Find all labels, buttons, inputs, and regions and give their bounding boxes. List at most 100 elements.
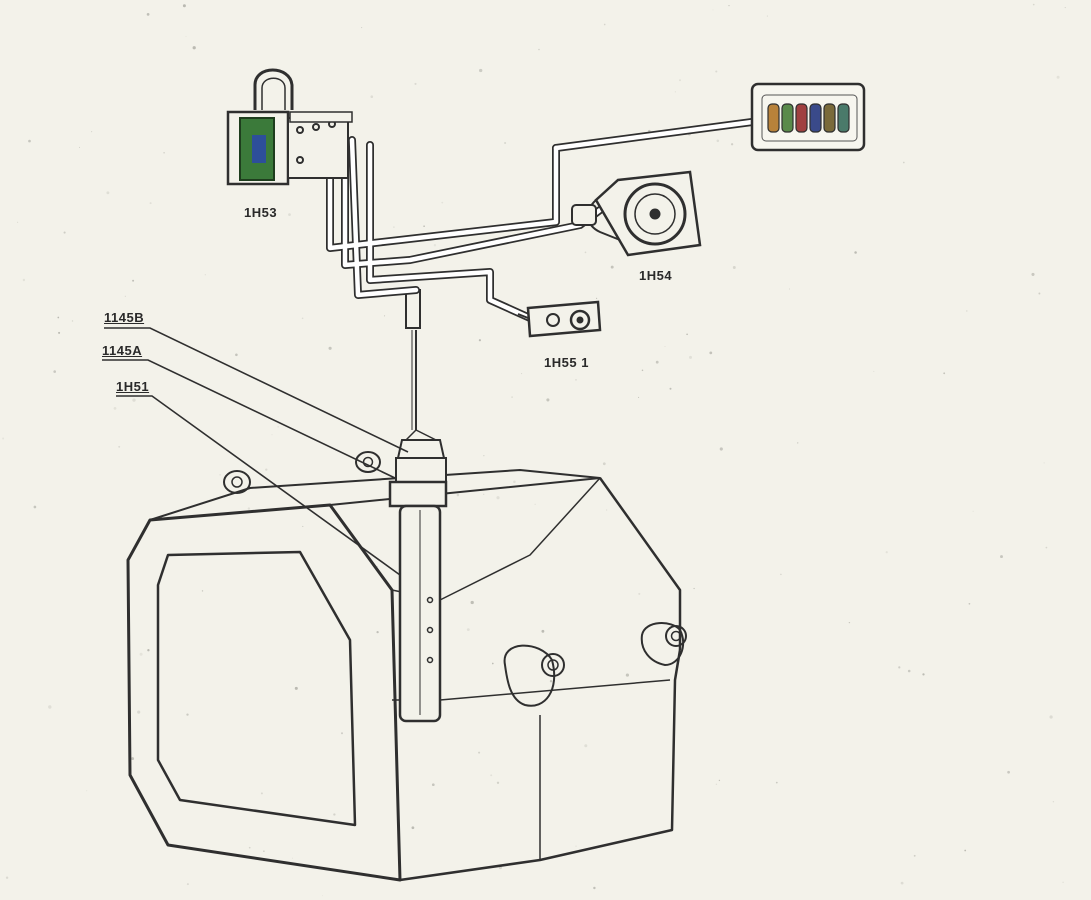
paper-speck — [1007, 770, 1010, 774]
paper-speck — [58, 331, 61, 334]
paper-speck — [541, 629, 545, 633]
paper-speck — [271, 434, 273, 436]
paper-speck — [1045, 546, 1048, 549]
paper-speck — [922, 673, 925, 676]
paper-speck — [78, 146, 81, 148]
paper-speck — [664, 345, 666, 348]
leader-lines — [102, 327, 409, 576]
paper-speck — [63, 231, 66, 234]
paper-speck — [1064, 7, 1066, 9]
relay-unit-icon — [226, 68, 353, 186]
paper-speck — [5, 876, 9, 879]
paper-speck — [766, 15, 768, 17]
paper-speck — [248, 846, 251, 849]
paper-speck — [780, 573, 782, 576]
paper-speck — [131, 757, 135, 761]
paper-speck — [201, 590, 204, 592]
paper-speck — [431, 783, 435, 787]
paper-speck — [596, 297, 598, 299]
paper-speck — [606, 509, 608, 511]
paper-speck — [669, 387, 672, 390]
paper-speck — [414, 82, 417, 85]
paper-speck — [247, 507, 251, 510]
paper-speck — [86, 790, 88, 792]
paper-speck — [943, 372, 946, 375]
paper-speck — [163, 151, 165, 154]
paper-speck — [361, 27, 363, 29]
paper-speck — [907, 669, 911, 673]
paper-speck — [341, 732, 343, 735]
paper-speck — [732, 266, 736, 269]
paper-speck — [132, 398, 136, 402]
paper-speck — [479, 68, 483, 73]
paper-speck — [715, 783, 718, 785]
paper-speck — [513, 480, 516, 484]
indicator-led — [781, 103, 794, 133]
paper-speck — [478, 339, 481, 342]
paper-speck — [549, 680, 553, 683]
paper-speck — [288, 213, 291, 216]
paper-speck — [534, 503, 536, 505]
label-1h55: 1H55 1 — [544, 355, 589, 370]
paper-speck — [57, 316, 60, 319]
paper-speck — [478, 751, 481, 754]
paper-speck — [968, 602, 971, 605]
paper-speck — [328, 346, 332, 350]
indicator-led — [837, 103, 850, 133]
paper-speck — [902, 161, 905, 164]
paper-speck — [370, 95, 374, 98]
paper-speck — [113, 407, 117, 410]
paper-speck — [1043, 462, 1045, 464]
paper-speck — [33, 505, 37, 509]
paper-speck — [610, 265, 614, 269]
paper-speck — [693, 587, 695, 590]
paper-speck — [715, 70, 718, 73]
label-1h51: 1H51 — [116, 379, 150, 394]
paper-speck — [789, 288, 790, 290]
paper-speck — [521, 373, 523, 375]
toggle-switch-icon — [517, 300, 602, 338]
paper-speck — [466, 628, 470, 631]
paper-speck — [913, 854, 916, 857]
paper-speck — [118, 445, 121, 448]
paper-speck — [260, 792, 263, 795]
paper-speck — [679, 79, 681, 82]
paper-speck — [873, 370, 875, 372]
paper-speck — [333, 813, 336, 816]
paper-speck — [1000, 555, 1003, 559]
paper-speck — [53, 370, 56, 373]
paper-speck — [2, 437, 5, 440]
paper-speck — [641, 369, 644, 372]
indicator-led — [795, 103, 808, 133]
paper-speck — [575, 845, 577, 847]
paper-speck — [966, 310, 968, 312]
label-1h53: 1H53 — [244, 205, 278, 220]
paper-speck — [137, 710, 141, 714]
paper-speck — [603, 23, 606, 26]
indicator-leds — [767, 103, 850, 133]
paper-speck — [146, 13, 150, 16]
paper-speck — [71, 320, 74, 322]
paper-speck — [964, 849, 967, 852]
paper-speck — [302, 525, 304, 527]
fuel-gauge-icon — [571, 170, 702, 257]
paper-speck — [511, 396, 513, 398]
paper-speck — [185, 35, 187, 37]
paper-speck — [638, 592, 641, 595]
paper-speck — [149, 202, 152, 205]
paper-speck — [655, 360, 659, 364]
paper-speck — [496, 496, 500, 500]
paper-speck — [1052, 801, 1055, 803]
paper-speck — [728, 4, 730, 7]
paper-speck — [393, 226, 395, 228]
paper-speck — [1031, 272, 1035, 276]
paper-speck — [686, 333, 688, 336]
paper-speck — [277, 426, 279, 428]
indicator-light-bar-icon — [750, 82, 866, 152]
paper-speck — [384, 315, 386, 317]
paper-speck — [186, 883, 189, 886]
paper-speck — [294, 686, 298, 690]
paper-speck — [538, 48, 540, 51]
indicator-led — [823, 103, 836, 133]
